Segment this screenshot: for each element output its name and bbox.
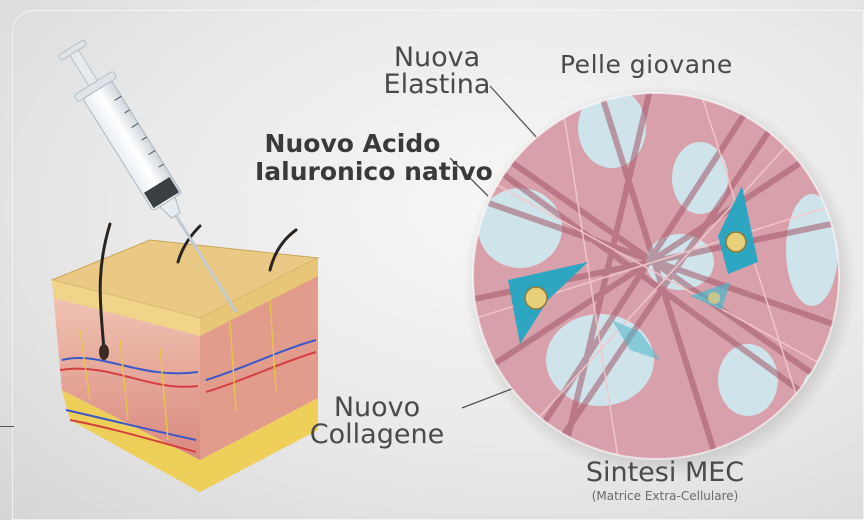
label-nuovo-acido-ialuronico: Nuovo Acido Ialuronico nativo	[255, 130, 450, 185]
label-pelle-giovane: Pelle giovane	[560, 52, 733, 77]
label-sintesi-mec: Sintesi MEC	[570, 459, 760, 486]
label-nuova-elastina: Nuova Elastina	[372, 44, 502, 98]
hair-follicle	[99, 344, 109, 360]
skin-cross-section-illustration	[52, 224, 318, 492]
label-nuovo-collagene: Nuovo Collagene	[302, 394, 452, 448]
label-matrice-extra-cellulare: (Matrice Extra-Cellulare)	[565, 490, 765, 502]
